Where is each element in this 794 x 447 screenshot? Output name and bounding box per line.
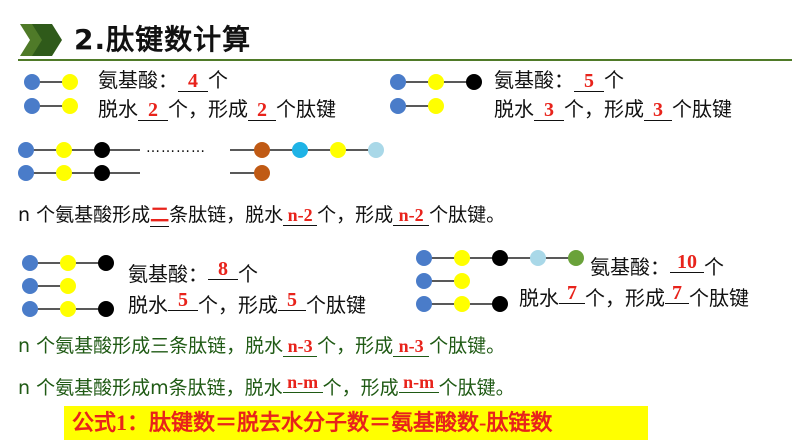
amino-yellow (62, 74, 78, 90)
ex7-water-answer: n-m (282, 372, 323, 393)
ex7-bond-answer: n-m (398, 372, 439, 393)
amino-blue (18, 165, 34, 181)
amino-yellow (428, 74, 444, 90)
ex2-water-answer: 3 (534, 100, 564, 121)
amino-cyan (292, 142, 308, 158)
amino-yellow (60, 301, 76, 317)
page-title: 2.肽键数计算 (74, 23, 252, 56)
amino-yellow (330, 142, 346, 158)
header-chevron-icon (20, 24, 62, 56)
amino-yellow (454, 296, 470, 312)
ex3-ellipsis: ………… (146, 140, 206, 156)
ex4-water-answer: 5 (168, 290, 198, 311)
ex6-water-answer: n-3 (283, 336, 318, 357)
amino-blue (24, 74, 40, 90)
amino-blue (22, 301, 38, 317)
amino-blue (416, 250, 432, 266)
ex5-diagram (416, 250, 584, 312)
amino-lightblue (530, 250, 546, 266)
amino-blue (22, 255, 38, 271)
amino-yellow (454, 273, 470, 289)
amino-black (466, 74, 482, 90)
ex2-bond-answer: 3 (644, 100, 672, 121)
amino-yellow (56, 142, 72, 158)
ex4-amino-answer: 8 (208, 259, 238, 280)
ex5-bond-answer: 7 (665, 283, 689, 304)
amino-black (98, 255, 114, 271)
amino-blue (416, 273, 432, 289)
ex1-diagram (24, 74, 78, 114)
amino-brown (254, 142, 270, 158)
ex3-diagram (18, 142, 384, 181)
amino-yellow (60, 278, 76, 294)
amino-black (94, 165, 110, 181)
amino-blue (24, 98, 40, 114)
amino-blue (416, 296, 432, 312)
amino-blue (18, 142, 34, 158)
amino-lightblue (368, 142, 384, 158)
ex3-chain-answer: 二 (150, 204, 170, 227)
amino-yellow (454, 250, 470, 266)
amino-brown (254, 165, 270, 181)
ex5-amino-answer: 10 (670, 252, 704, 273)
ex4-diagram (22, 255, 114, 317)
ex2-amino-answer: 5 (574, 71, 604, 92)
header-divider (18, 59, 792, 61)
amino-yellow (56, 165, 72, 181)
ex2-diagram (390, 74, 482, 114)
amino-black (492, 250, 508, 266)
amino-blue (390, 74, 406, 90)
amino-green (568, 250, 584, 266)
ex6-bond-answer: n-3 (393, 336, 430, 357)
amino-yellow (60, 255, 76, 271)
amino-black (492, 296, 508, 312)
amino-blue (22, 278, 38, 294)
ex4-bond-answer: 5 (278, 290, 306, 311)
amino-yellow (428, 98, 444, 114)
ex1-amino-answer: 4 (178, 71, 208, 92)
ex1-water-answer: 2 (138, 100, 168, 121)
amino-yellow (62, 98, 78, 114)
ex3-water-answer: n-2 (283, 205, 318, 226)
amino-black (98, 301, 114, 317)
ex5-water-answer: 7 (559, 283, 585, 304)
amino-blue (390, 98, 406, 114)
amino-black (94, 142, 110, 158)
formula-box: 公式1：肽键数＝脱去水分子数＝氨基酸数-肽链数 (64, 406, 648, 440)
ex1-bond-answer: 2 (248, 100, 276, 121)
ex3-bond-answer: n-2 (393, 205, 430, 226)
